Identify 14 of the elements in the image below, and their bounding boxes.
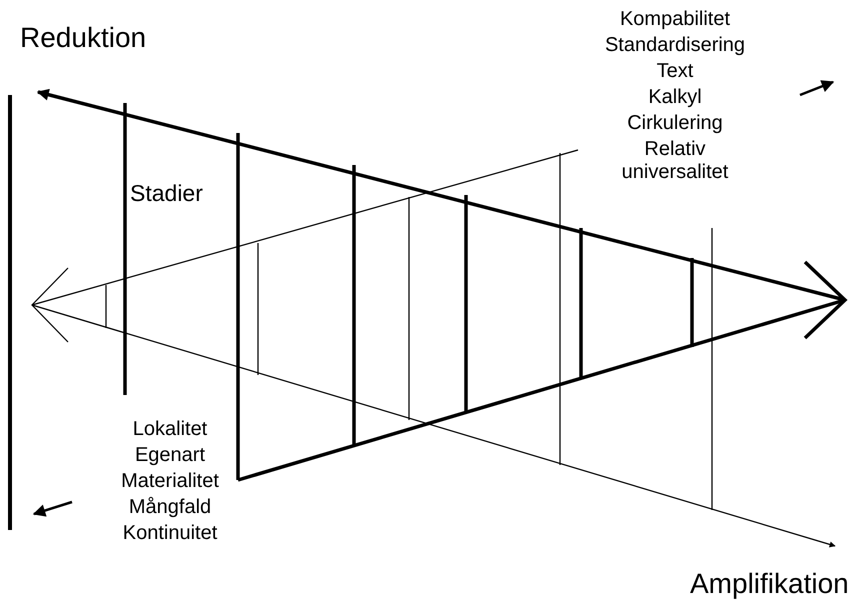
list-item: Mångfald <box>128 496 212 519</box>
list-item: Kontinuitet <box>122 522 218 545</box>
list-item: Egenart <box>134 444 206 467</box>
list-item: Standardisering <box>604 34 746 57</box>
list-item: Kompabilitet <box>620 8 730 31</box>
list-item: Relativ universalitet <box>620 138 730 184</box>
list-item: Materialitet <box>121 470 219 493</box>
axis-label: Reduktion <box>20 22 146 54</box>
axis-label: Amplifikation <box>690 568 849 600</box>
stage-label: Stadier <box>130 180 203 206</box>
list-item: Text <box>656 60 694 83</box>
list-item: Cirkulering <box>627 112 723 135</box>
list-item: Kalkyl <box>648 86 702 109</box>
list-item: Lokalitet <box>132 418 208 441</box>
